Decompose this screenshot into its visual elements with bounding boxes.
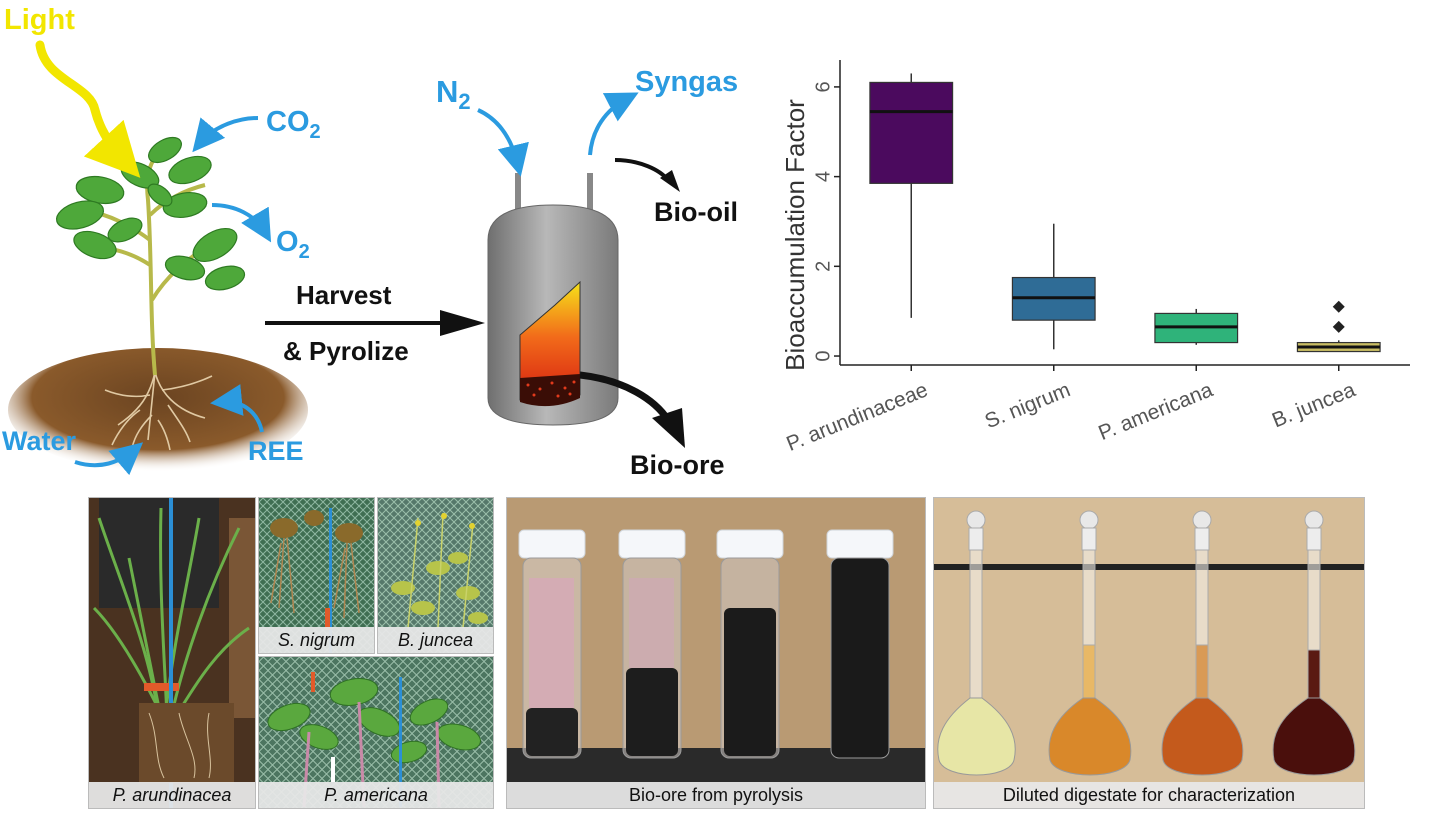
flask-4 [1272,510,1356,776]
y-tick-label-3: 6 [812,81,834,92]
n2-label: N2 [436,74,471,115]
photo-bio-ore: Bio-ore from pyrolysis [506,497,926,809]
photo-digestate: Diluted digestate for characterization [933,497,1365,809]
ree-arrow [210,384,264,433]
n2-subscript: 2 [458,89,471,115]
co2-arrow [192,116,259,153]
roots [104,371,213,451]
soil [8,348,308,472]
grass-image [89,498,255,808]
vial-2 [618,529,686,759]
co2-label: CO2 [266,106,321,144]
n2-text: N [436,74,459,109]
y-tick-label-0: 0 [812,350,834,361]
bio-ore-bed [520,374,580,407]
flask-3 [1161,510,1244,776]
bio-ore-label: Bio-ore [630,450,725,480]
box-layer: 0 2 4 6 P. arundinaceae S. nigrum P. americana… [783,60,1410,456]
co2-text: CO [266,106,310,138]
o2-arrow [211,203,272,243]
caption-s-nigrum: S. nigrum [259,627,374,653]
harvest-label: Harvest [296,280,392,310]
photo-p-arundinacea: P. arundinacea [88,497,256,809]
bio-oil-label: Bio-oil [654,197,738,227]
vial-3 [716,529,784,759]
x-tick-label-0: P. arundinaceae [783,378,931,456]
caption-p-arundinacea: P. arundinacea [89,782,255,808]
x-tick-label-2: P. americana [1095,378,1216,445]
x-tick-label-1: S. nigrum [982,378,1074,433]
water-label: Water [2,426,77,456]
process-illustration [8,40,685,476]
outlier-3-0 [1332,320,1345,333]
y-axis-label: Bioaccumulation Factor [780,99,810,371]
vial-4 [826,529,894,759]
light-arrow [35,40,141,178]
flask-1 [937,510,1016,776]
y-tick-label-2: 4 [812,171,834,182]
pyrolize-label: & Pyrolize [283,336,409,366]
syngas-label: Syngas [635,66,739,98]
x-tick-label-3: B. juncea [1269,378,1359,432]
photo-b-juncea: B. juncea [377,497,494,654]
o2-subscript: 2 [298,240,310,263]
caption-bio-ore: Bio-ore from pyrolysis [507,782,925,808]
flask-2 [1048,510,1132,776]
bio-ore-arrow [579,371,685,448]
box-0 [869,81,954,184]
water-arrow [74,442,144,476]
pyrolysis-reactor [487,173,619,426]
vial-1 [518,529,586,759]
o2-label: O2 [276,226,310,264]
y-tick-label-1: 2 [812,261,834,272]
n2-arrow [477,108,529,177]
o2-text: O [276,226,299,258]
digestate-flasks-image [934,498,1364,808]
co2-subscript: 2 [309,120,321,143]
caption-digestate: Diluted digestate for characterization [934,782,1364,808]
light-label: Light [4,4,75,36]
bio-ore-vials-image [507,498,925,808]
syngas-arrow [588,92,639,156]
harvest-arrow [265,310,485,336]
caption-b-juncea: B. juncea [378,627,493,653]
bioaccumulation-boxplot: 0 2 4 6 P. arundinaceae S. nigrum P. americana… [780,60,1410,456]
outlier-3-1 [1332,300,1345,313]
ree-label: REE [248,436,304,466]
bio-oil-arrow [614,158,680,192]
caption-p-americana: P. americana [259,782,493,808]
photo-s-nigrum: S. nigrum [258,497,375,654]
photo-p-americana: P. americana [258,656,494,809]
